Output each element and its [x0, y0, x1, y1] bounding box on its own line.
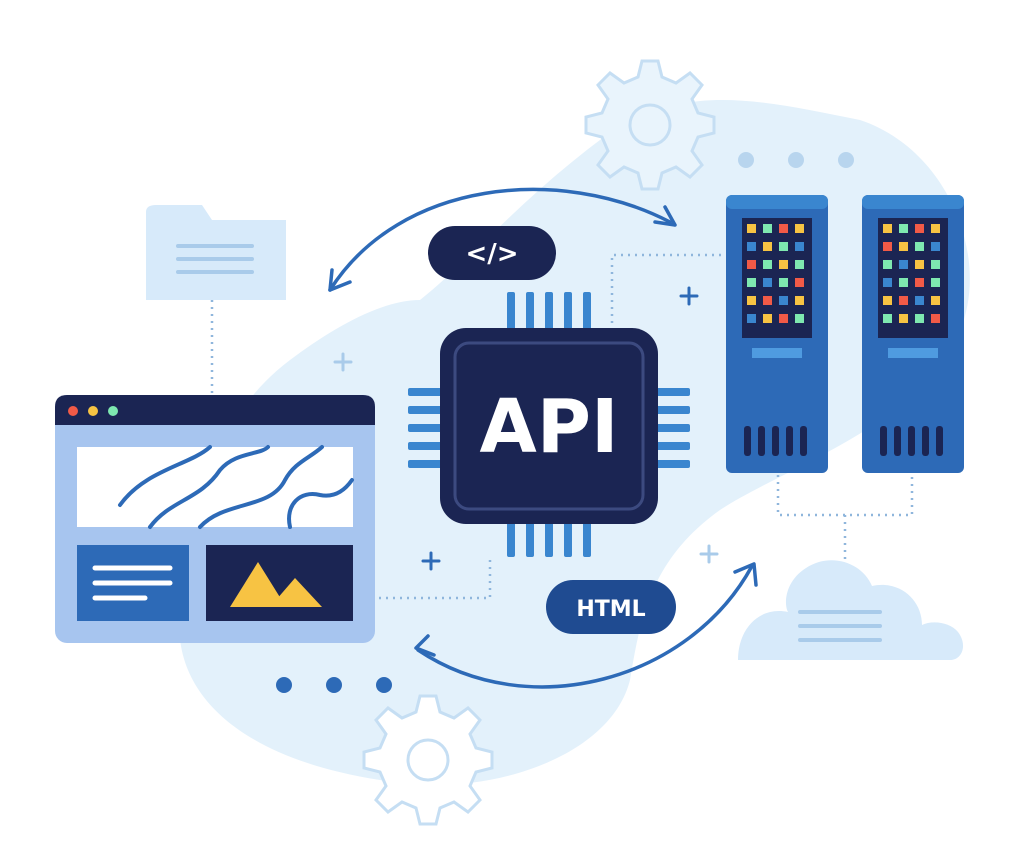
- server-lights: [747, 224, 804, 323]
- code-badge-label: </>: [465, 239, 518, 269]
- plus-icon: [699, 544, 719, 564]
- cloud-icon: [738, 560, 964, 660]
- dotted-connectors: [210, 253, 914, 600]
- chip-label: API: [479, 384, 618, 470]
- dots-icon: [738, 152, 854, 168]
- api-chip: API: [408, 292, 690, 557]
- image-icon: [206, 545, 353, 621]
- plus-icon: [421, 551, 441, 571]
- chip-pins: [408, 292, 690, 557]
- code-badge: </>: [428, 226, 556, 280]
- arrow-icon: [328, 187, 677, 292]
- plus-icon: [333, 352, 353, 372]
- gear-icon: [362, 694, 494, 826]
- arrow-icon: [414, 562, 758, 689]
- dots-icon: [276, 677, 392, 693]
- html-badge-label: HTML: [576, 597, 645, 622]
- gear-icon: [584, 59, 716, 191]
- server-lights: [883, 224, 940, 323]
- server-rack-icon: [862, 195, 964, 473]
- browser-window-icon: [55, 395, 375, 643]
- html-badge: HTML: [546, 580, 676, 634]
- folder-icon: [146, 205, 286, 300]
- server-rack-icon: [726, 195, 828, 473]
- plus-icon: [679, 286, 699, 306]
